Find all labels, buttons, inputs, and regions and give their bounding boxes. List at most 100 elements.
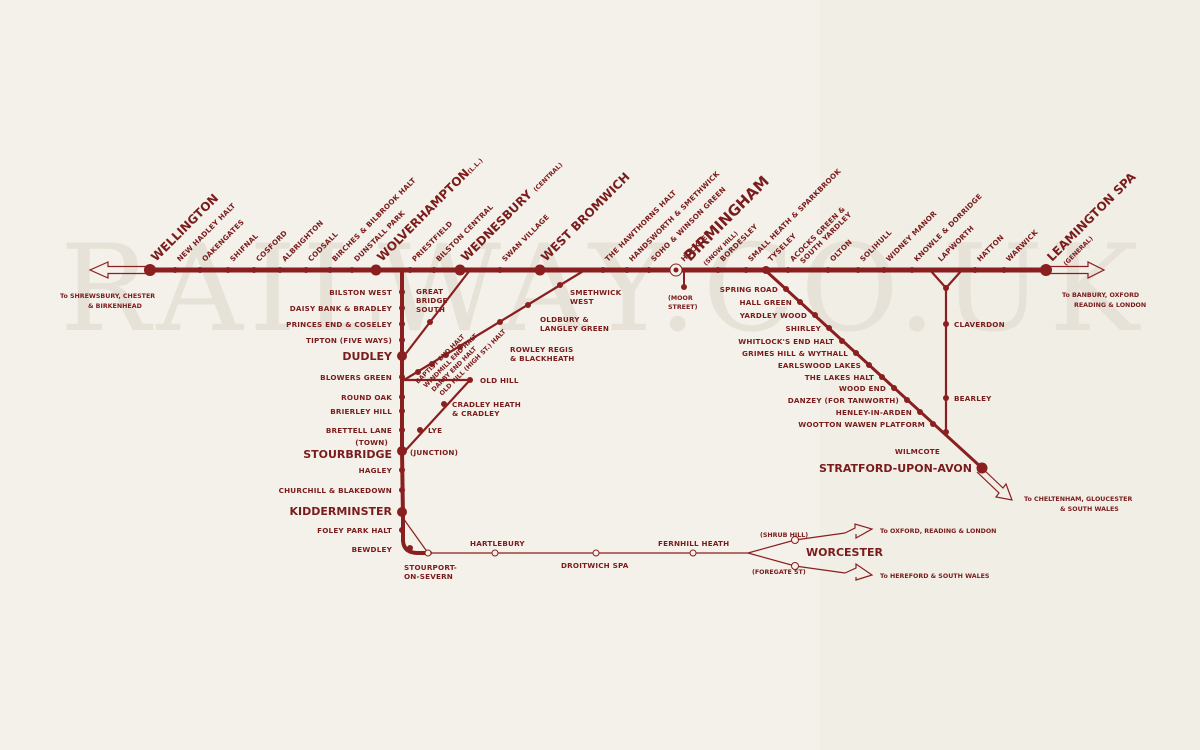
station-dot-codsall[interactable]	[303, 267, 309, 273]
station-dot-olton[interactable]	[825, 267, 831, 273]
station-dot-brierley-hill[interactable]	[399, 408, 405, 414]
station-dot-old-hill[interactable]	[467, 377, 473, 383]
label-round-oak: ROUND OAK	[341, 393, 392, 402]
station-dot-spring-road[interactable]	[783, 286, 789, 292]
label-smethwick-west-2: WEST	[570, 297, 594, 306]
station-dot-blowers-green[interactable]	[399, 374, 405, 380]
station-dot-oakengates[interactable]	[197, 267, 203, 273]
station-dot-whitlocks-end[interactable]	[839, 338, 845, 344]
station-dot-west-bromwich[interactable]	[534, 264, 546, 276]
station-dot-tyseley[interactable]	[762, 266, 770, 274]
station-dot-widney[interactable]	[881, 267, 887, 273]
label-dest-oxford: To OXFORD, READING & LONDON	[880, 528, 996, 535]
station-dot-shifnal[interactable]	[225, 267, 231, 273]
label-lakes-halt: THE LAKES HALT	[805, 373, 874, 382]
station-dot-round-oak[interactable]	[399, 394, 405, 400]
station-dot-warwick[interactable]	[1001, 267, 1007, 273]
station-dot-smethwick-west[interactable]	[557, 282, 563, 288]
station-dot-stourbridge[interactable]	[397, 446, 407, 456]
station-dot-bordesley[interactable]	[715, 267, 721, 273]
station-dot-fernhill[interactable]	[689, 549, 697, 557]
label-bilston-west: BILSTON WEST	[329, 288, 392, 297]
label-town: (TOWN)	[355, 438, 388, 447]
station-dot-claverdon[interactable]	[943, 321, 949, 327]
stourbridge-branch-group	[400, 268, 685, 555]
station-dot-wood-end[interactable]	[891, 385, 897, 391]
label-shrub-hill: (SHRUB HILL)	[760, 532, 808, 539]
station-dot-lapworth[interactable]	[943, 285, 949, 291]
station-dot-wootton[interactable]	[930, 421, 936, 427]
station-dot-hawthorns[interactable]	[600, 267, 606, 273]
station-dot-bilston-west[interactable]	[399, 289, 405, 295]
station-dot-lakes-halt[interactable]	[879, 374, 885, 380]
station-dot-moor-street[interactable]	[681, 284, 687, 290]
label-stratford: STRATFORD-UPON-AVON	[819, 462, 972, 475]
station-dot-foregate[interactable]	[791, 562, 799, 570]
watermark: RAILWAY.CO.UK	[60, 220, 1145, 359]
label-wootton: WOOTTON WAWEN PLATFORM	[798, 420, 925, 429]
station-dot-lye[interactable]	[417, 427, 423, 433]
station-dot-albrighton[interactable]	[277, 267, 283, 273]
station-dot-hagley[interactable]	[399, 467, 405, 473]
station-dot-swan-village[interactable]	[497, 267, 503, 273]
station-dot-wilmcote[interactable]	[943, 429, 949, 435]
station-dot-new-hadley[interactable]	[172, 267, 178, 273]
label-rowley-2: & BLACKHEATH	[510, 354, 574, 363]
station-dot-windmill-end[interactable]	[429, 361, 435, 367]
station-dot-earlswood[interactable]	[866, 362, 872, 368]
station-dot-droitwich[interactable]	[592, 549, 600, 557]
station-dot-rowley-regis[interactable]	[497, 319, 503, 325]
station-dot-priestfield[interactable]	[407, 267, 413, 273]
label-blowers-green: BLOWERS GREEN	[320, 373, 392, 382]
station-dot-shrub-hill[interactable]	[791, 536, 799, 544]
station-dot-henley[interactable]	[917, 409, 923, 415]
label-dest-west-1: To SHREWSBURY, CHESTER	[60, 293, 155, 300]
station-dot-wolverhampton[interactable]	[370, 264, 382, 276]
station-dot-bilston-central[interactable]	[431, 267, 437, 273]
station-dot-wellington[interactable]	[144, 264, 156, 276]
station-dot-darby-end[interactable]	[443, 352, 449, 358]
station-dot-tipton[interactable]	[399, 337, 405, 343]
label-junction: (JUNCTION)	[410, 448, 458, 457]
station-dot-bewdley[interactable]	[407, 545, 413, 551]
label-worcester: WORCESTER	[806, 546, 883, 559]
station-dot-hall-green[interactable]	[797, 299, 803, 305]
station-dot-hatton[interactable]	[972, 267, 978, 273]
station-dot-stratford[interactable]	[976, 462, 988, 474]
station-dot-soho[interactable]	[646, 267, 652, 273]
station-dot-princes-end[interactable]	[399, 321, 405, 327]
station-dot-birches[interactable]	[327, 267, 333, 273]
station-dot-danzey[interactable]	[904, 397, 910, 403]
station-dot-yardley-wood[interactable]	[812, 312, 818, 318]
station-dot-knowle[interactable]	[909, 267, 915, 273]
station-dot-cradley[interactable]	[441, 401, 447, 407]
station-dot-baptist-end[interactable]	[415, 369, 421, 375]
station-dot-leamington[interactable]	[1040, 264, 1052, 276]
station-dot-shirley[interactable]	[826, 325, 832, 331]
station-dot-great-bridge[interactable]	[427, 319, 433, 325]
station-dot-grimes-hill[interactable]	[853, 350, 859, 356]
main-line-stations	[144, 263, 1052, 290]
station-dot-kidderminster[interactable]	[397, 507, 407, 517]
station-dot-oldbury[interactable]	[525, 302, 531, 308]
station-dot-old-hill-high-st[interactable]	[457, 344, 463, 350]
station-dot-bearley[interactable]	[943, 395, 949, 401]
station-dot-dudley[interactable]	[397, 351, 407, 361]
station-dot-acocks-green[interactable]	[785, 267, 791, 273]
station-dot-hartlebury[interactable]	[491, 549, 499, 557]
station-dot-daisy-bank[interactable]	[399, 305, 405, 311]
label-earlswood: EARLSWOOD LAKES	[778, 361, 861, 370]
station-dot-handsworth[interactable]	[624, 267, 630, 273]
label-dest-hereford: To HEREFORD & SOUTH WALES	[880, 573, 990, 580]
station-dot-dunstall[interactable]	[349, 267, 355, 273]
station-dot-foley-park[interactable]	[399, 527, 405, 533]
label-whitlocks-end: WHITLOCK'S END HALT	[738, 337, 834, 346]
station-dot-stourport[interactable]	[424, 549, 432, 557]
station-dot-small-heath[interactable]	[743, 267, 749, 273]
station-dot-wednesbury[interactable]	[454, 264, 466, 276]
station-dot-cosford[interactable]	[251, 267, 257, 273]
station-dot-brettell-lane[interactable]	[399, 427, 405, 433]
station-dot-churchill[interactable]	[399, 487, 405, 493]
station-dot-solihull[interactable]	[855, 267, 861, 273]
